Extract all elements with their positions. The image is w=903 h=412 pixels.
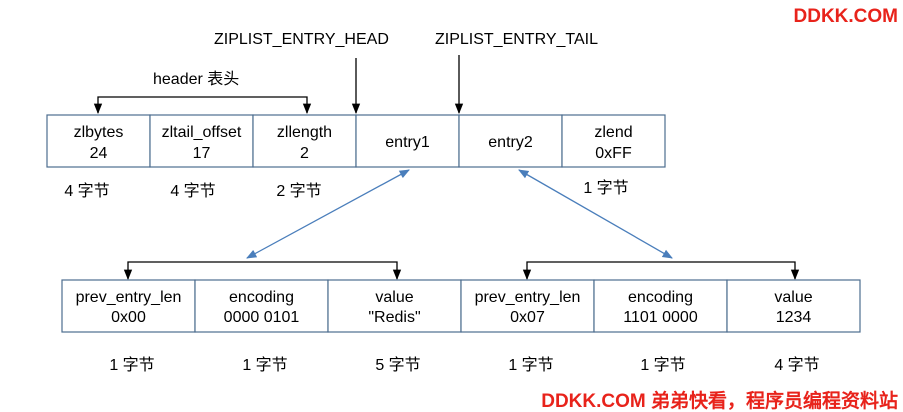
cell-value: 0000 0101 [224, 309, 300, 326]
cell-value: 0x07 [510, 309, 545, 326]
size-label: 4 字节 [774, 356, 819, 374]
entry2-value-cell [726, 279, 861, 333]
entry-head-label: ZIPLIST_ENTRY_HEAD [214, 31, 389, 48]
entry-tail-label: ZIPLIST_ENTRY_TAIL [435, 31, 598, 48]
ziplist-cell-zlend [561, 114, 666, 168]
cell-value: 0xFF [595, 145, 632, 162]
cell-name: zlbytes [74, 124, 124, 141]
cell-name: value [774, 289, 812, 306]
ziplist-cell-zllength [252, 114, 357, 168]
ziplist-cell-zltail-offset [149, 114, 254, 168]
cell-name: prev_entry_len [76, 289, 182, 306]
size-label: 5 字节 [375, 356, 420, 374]
size-label: 1 字节 [242, 356, 287, 374]
cell-name: entry2 [488, 134, 533, 151]
cell-value: 17 [193, 145, 211, 162]
watermark-top: DDKK.COM [794, 6, 899, 27]
cell-name: encoding [628, 289, 693, 306]
size-label: 1 字节 [508, 356, 553, 374]
cell-value: 0x00 [111, 309, 146, 326]
entry1-prev-entry-len-cell [61, 279, 196, 333]
entry2-prev-entry-len-cell [460, 279, 595, 333]
size-label: 1 字节 [583, 179, 628, 197]
ziplist-cell-zlbytes [46, 114, 151, 168]
size-label: 1 字节 [109, 356, 154, 374]
cell-value: "Redis" [368, 309, 420, 326]
size-label: 4 字节 [64, 182, 109, 200]
cell-value: 1101 0000 [623, 309, 698, 326]
ziplist-cell-entry1 [355, 114, 460, 168]
cell-value: 1234 [776, 309, 812, 326]
entry1-encoding-cell [194, 279, 329, 333]
entry1-bracket [123, 261, 402, 281]
header-label: header 表头 [153, 70, 239, 88]
cell-name: zllength [277, 124, 332, 141]
entry2-encoding-cell [593, 279, 728, 333]
entry1-value-cell [327, 279, 462, 333]
cell-value: 2 [300, 145, 309, 162]
cell-value: 24 [90, 145, 108, 162]
cell-name: value [375, 289, 413, 306]
watermark-bottom: DDKK.COM 弟弟快看，程序员编程资料站 [541, 389, 898, 412]
entry-detail-row: prev_entry_len 0x00 encoding 0000 0101 v… [61, 279, 861, 333]
cell-name: zltail_offset [162, 124, 242, 141]
entry2-detail-arrow [518, 169, 673, 259]
cell-name: prev_entry_len [475, 289, 581, 306]
entry2-bracket [522, 261, 800, 281]
size-label: 1 字节 [640, 356, 685, 374]
size-label: 4 字节 [170, 182, 215, 200]
entry1-detail-arrow [246, 169, 410, 259]
cell-name: zlend [594, 124, 632, 141]
cell-name: encoding [229, 289, 294, 306]
size-label: 2 字节 [276, 182, 321, 200]
header-bracket [93, 96, 312, 115]
cell-name: entry1 [385, 134, 430, 151]
ziplist-row: zlbytes 24 zltail_offset 17 zllength 2 e… [46, 114, 666, 168]
